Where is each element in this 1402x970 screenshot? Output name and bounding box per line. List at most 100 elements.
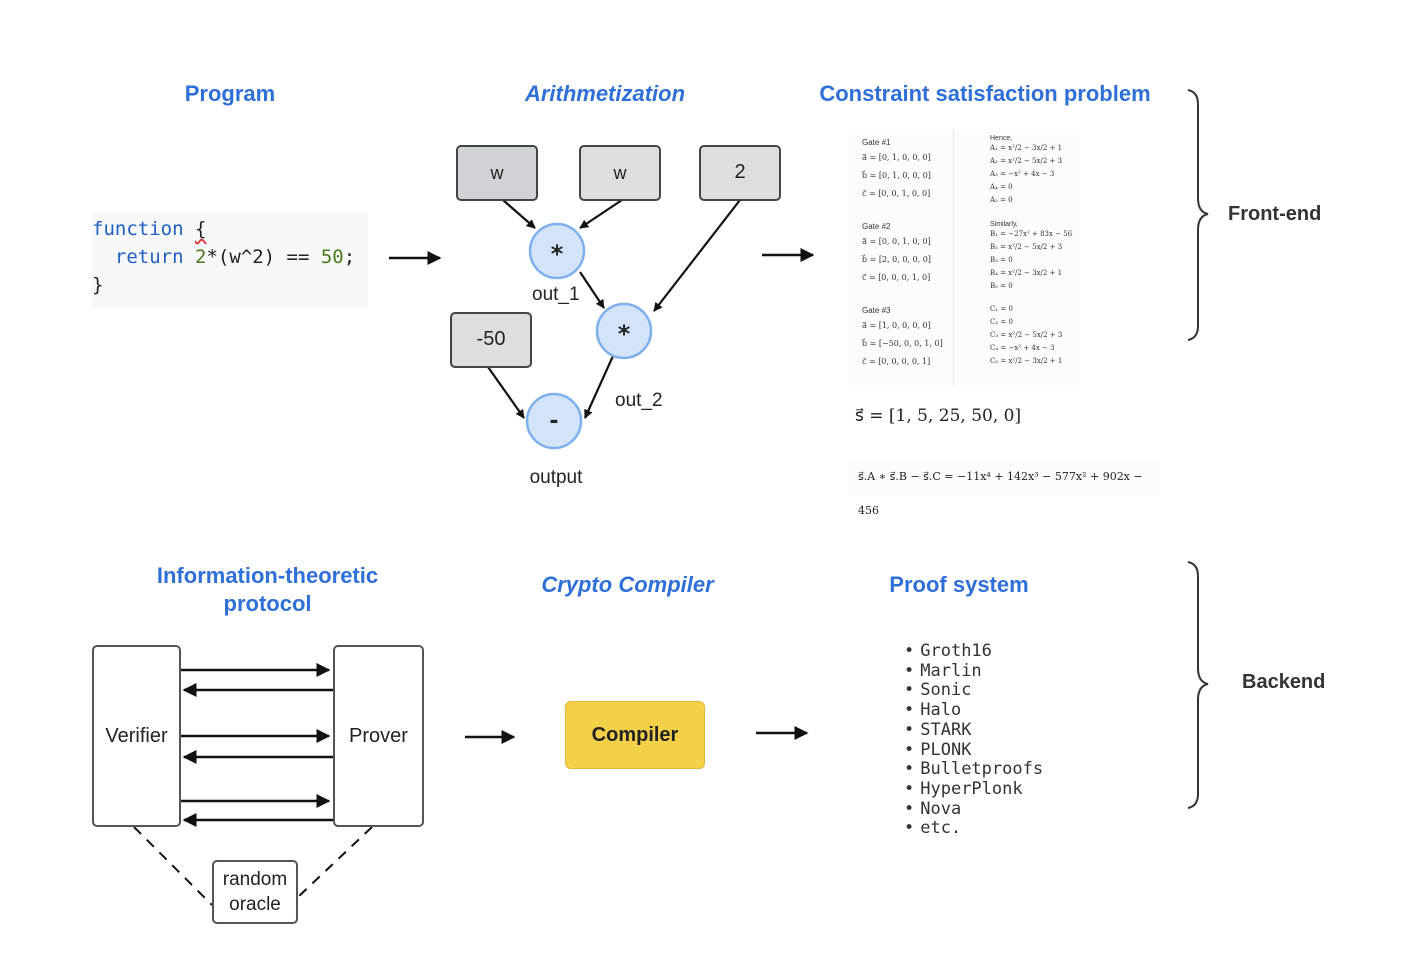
label-front-end: Front-end bbox=[1228, 203, 1322, 225]
title-crypto-compiler: Crypto Compiler bbox=[541, 572, 714, 597]
csp-gate-1-heading: Gate #1 bbox=[862, 138, 891, 147]
circuit-input-w-2: w bbox=[579, 145, 661, 201]
proof-system-list: Groth16MarlinSonicHaloSTARKPLONKBulletpr… bbox=[904, 641, 1043, 839]
code-number-50: 50 bbox=[320, 246, 344, 268]
edge-mul1-to-mul2 bbox=[579, 271, 605, 309]
label-backend: Backend bbox=[1242, 671, 1326, 693]
code-open-brace: { bbox=[194, 218, 207, 240]
csp-gate-1-b: b⃗ = [0, 1, 0, 0, 0] bbox=[862, 171, 931, 180]
proof-system-item: HyperPlonk bbox=[904, 779, 1043, 800]
proof-system-item: Nova bbox=[904, 799, 1043, 820]
random-oracle-box: random oracle bbox=[212, 860, 298, 924]
code-semicolon: ; bbox=[343, 246, 356, 268]
csp-C1: C₁ = 0 bbox=[990, 305, 1013, 313]
csp-polynomial-column: Hence, A₁ = x²/2 − 3x/2 + 1 A₂ = x²/2 − … bbox=[990, 135, 1072, 368]
csp-equations-panel: Gate #1 a⃗ = [0, 1, 0, 0, 0] b⃗ = [0, 1,… bbox=[848, 130, 1080, 386]
csp-gate-2-c: c⃗ = [0, 0, 0, 1, 0] bbox=[862, 273, 931, 282]
title-program: Program bbox=[184, 81, 276, 106]
circuit-input-w-2-label: w bbox=[613, 163, 628, 183]
circuit-node-mul-2-symbol: * bbox=[618, 320, 631, 348]
circuit-input-const-2-label: 2 bbox=[734, 161, 745, 183]
csp-C4: C₄ = −x² + 4x − 3 bbox=[990, 344, 1055, 352]
csp-gate-3-b: b⃗ = [−50, 0, 0, 1, 0] bbox=[862, 339, 943, 348]
csp-B3: B₃ = 0 bbox=[990, 256, 1013, 264]
csp-polynomial-identity: s⃗.A ∗ s⃗.B − s⃗.C = −11x⁴ + 142x³ − 577… bbox=[848, 460, 1160, 517]
circuit-node-sub: - bbox=[525, 392, 583, 450]
csp-gate-3-a: a⃗ = [1, 0, 0, 0, 0] bbox=[862, 321, 931, 330]
csp-gate-1-c: c⃗ = [0, 0, 1, 0, 0] bbox=[862, 189, 931, 198]
title-arithmetization: Arithmetization bbox=[524, 81, 686, 106]
circuit-input-neg50-label: -50 bbox=[477, 328, 506, 350]
code-expression: *(w^2) == bbox=[206, 246, 310, 268]
csp-gate-2-b: b⃗ = [2, 0, 0, 0, 0] bbox=[862, 255, 931, 264]
circuit-input-w-1: w bbox=[456, 145, 538, 201]
code-keyword-function: function bbox=[92, 218, 184, 240]
dashed-link-prover-oracle bbox=[297, 826, 373, 898]
code-keyword-return: return bbox=[114, 246, 184, 268]
circuit-label-out-1: out_1 bbox=[532, 284, 580, 305]
csp-C5: C₅ = x²/2 − 3x/2 + 1 bbox=[990, 357, 1063, 365]
brace-backend bbox=[1187, 561, 1209, 809]
csp-gate-2-a: a⃗ = [0, 0, 1, 0, 0] bbox=[862, 237, 931, 246]
title-constraint-satisfaction-problem: Constraint satisfaction problem bbox=[819, 81, 1151, 106]
title-proof-system: Proof system bbox=[889, 572, 1029, 597]
csp-similarly: Similarly, bbox=[990, 221, 1018, 228]
edge-mul2-to-sub bbox=[583, 355, 615, 419]
itp-title-line-2: protocol bbox=[223, 591, 312, 616]
edge-w2-to-mul1 bbox=[579, 199, 623, 229]
circuit-node-mul-1-symbol: * bbox=[551, 240, 564, 268]
csp-C3: C₃ = x²/2 − 5x/2 + 3 bbox=[990, 331, 1063, 339]
csp-gate-1-a: a⃗ = [0, 1, 0, 0, 0] bbox=[862, 153, 931, 162]
edge-w1-to-mul1 bbox=[502, 199, 536, 229]
title-information-theoretic-protocol: Information-theoretic protocol bbox=[130, 562, 405, 618]
csp-witness-vector: s⃗ = [1, 5, 25, 50, 0] bbox=[855, 406, 1022, 426]
proof-system-item: PLONK bbox=[904, 740, 1043, 761]
proof-system-item: etc. bbox=[904, 819, 1043, 839]
csp-A5: A₅ = 0 bbox=[990, 196, 1013, 204]
circuit-node-mul-1: * bbox=[528, 222, 586, 280]
csp-gate-3-c: c⃗ = [0, 0, 0, 0, 1] bbox=[862, 357, 931, 366]
proof-system-item: STARK bbox=[904, 720, 1043, 741]
csp-gate-3-heading: Gate #3 bbox=[862, 306, 891, 315]
circuit-node-mul-2: * bbox=[595, 302, 653, 360]
prover-box: Prover bbox=[333, 645, 424, 827]
csp-column-divider bbox=[953, 130, 954, 386]
dashed-link-verifier-oracle bbox=[133, 826, 213, 906]
proof-system-item: Groth16 bbox=[904, 641, 1043, 662]
csp-B2: B₂ = x²/2 − 5x/2 + 3 bbox=[990, 243, 1063, 251]
proof-system-item: Marlin bbox=[904, 661, 1043, 682]
circuit-label-output: output bbox=[530, 467, 584, 488]
proof-system-item: Halo bbox=[904, 700, 1043, 721]
csp-A3: A₃ = −x² + 4x − 3 bbox=[990, 170, 1055, 178]
verifier-box: Verifier bbox=[92, 645, 181, 827]
circuit-input-w-1-label: w bbox=[490, 163, 505, 183]
csp-B5: B₅ = 0 bbox=[990, 282, 1013, 290]
csp-C2: C₂ = 0 bbox=[990, 318, 1013, 326]
brace-front-end bbox=[1187, 89, 1209, 341]
edge-neg50-to-sub bbox=[487, 366, 525, 419]
random-oracle-line-1: random bbox=[222, 869, 288, 890]
circuit-input-const-2: 2 bbox=[699, 145, 781, 201]
csp-hence: Hence, bbox=[990, 135, 1013, 142]
circuit-node-sub-symbol: - bbox=[549, 409, 558, 434]
code-line-2: return 2*(w^2) == 50; bbox=[92, 243, 368, 271]
csp-gate-2-heading: Gate #2 bbox=[862, 222, 891, 231]
circuit-input-neg50: -50 bbox=[450, 312, 532, 368]
csp-B4: B₄ = x²/2 − 3x/2 + 1 bbox=[990, 269, 1063, 277]
edge-const-to-mul2 bbox=[653, 199, 741, 312]
csp-gate-column: Gate #1 a⃗ = [0, 1, 0, 0, 0] b⃗ = [0, 1,… bbox=[862, 138, 943, 368]
csp-A2: A₂ = x²/2 − 5x/2 + 3 bbox=[990, 157, 1063, 165]
code-line-3: } bbox=[92, 274, 104, 296]
random-oracle-line-2: oracle bbox=[229, 894, 281, 915]
proof-system-item: Sonic bbox=[904, 681, 1043, 701]
itp-title-line-1: Information-theoretic bbox=[156, 563, 379, 588]
code-number-2: 2 bbox=[194, 246, 207, 268]
proof-system-item: Bulletproofs bbox=[904, 760, 1043, 780]
csp-A4: A₄ = 0 bbox=[990, 183, 1013, 191]
csp-A1: A₁ = x²/2 − 3x/2 + 1 bbox=[990, 144, 1063, 152]
compiler-box: Compiler bbox=[565, 701, 705, 769]
code-line-1: function { bbox=[92, 215, 368, 243]
circuit-label-out-2: out_2 bbox=[615, 390, 663, 411]
program-code-block: function { return 2*(w^2) == 50; } bbox=[92, 212, 368, 309]
